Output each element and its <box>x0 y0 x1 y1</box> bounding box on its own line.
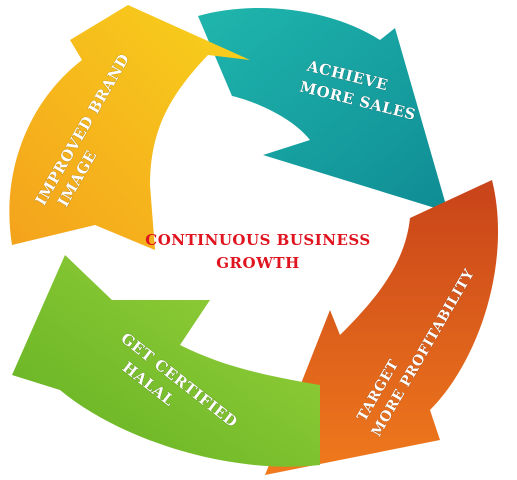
center-title: CONTINUOUS BUSINESS GROWTH <box>145 231 370 272</box>
center-title-line1: CONTINUOUS BUSINESS <box>145 231 370 249</box>
arrow-get-certified-halal <box>12 255 320 467</box>
arrow-improved-brand-image <box>9 5 251 250</box>
center-title-line2: GROWTH <box>216 254 300 272</box>
arrow-target-more-profitability <box>265 180 499 475</box>
arrow-achieve-more-sales <box>198 8 448 212</box>
